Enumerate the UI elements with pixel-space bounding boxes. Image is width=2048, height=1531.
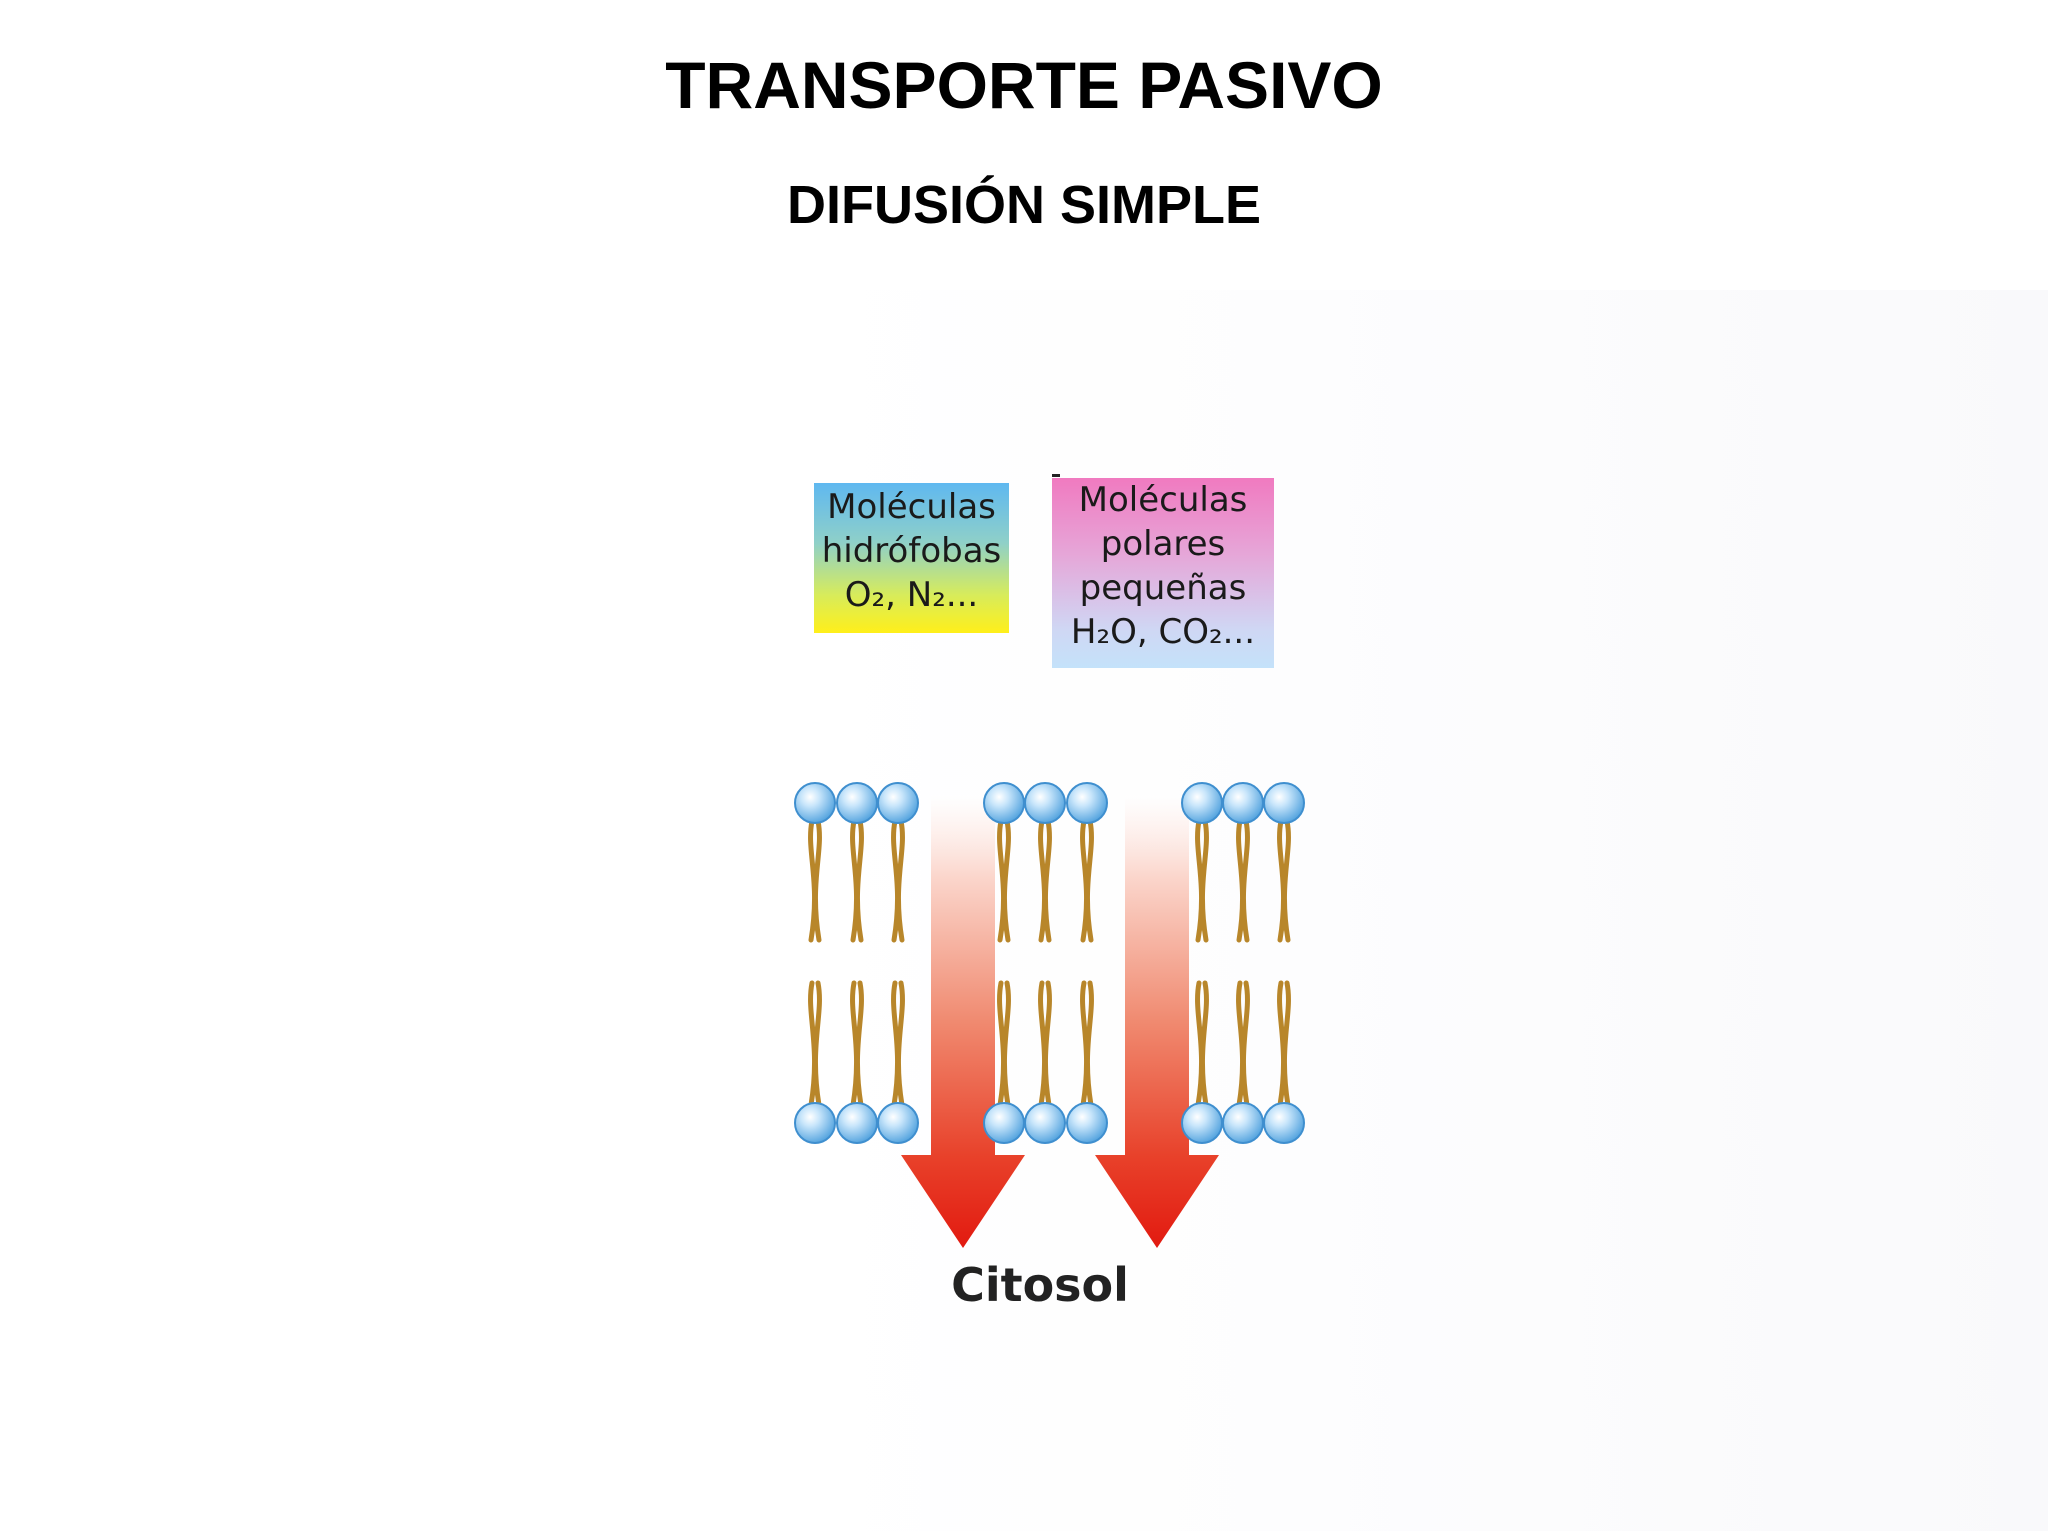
phospholipid-head [1222,782,1264,824]
lipid-tail [1084,818,1094,943]
lipid-tail [808,818,818,943]
phospholipid-top-9 [1263,782,1305,943]
phospholipid-head [983,782,1025,824]
polar-box-line-4: H₂O, CO₂... [1070,612,1256,652]
lipid-tail [895,980,905,1108]
lipid-tail [1001,980,1011,1108]
lipid-tail [1277,980,1287,1108]
lipid-tail [997,818,1007,943]
phospholipid-bottom-2 [836,980,878,1144]
lipid-tail [1240,818,1250,943]
phospholipid-bottom-1 [794,980,836,1144]
lipid-tail [812,818,822,943]
lipid-tail [1080,818,1090,943]
phospholipid-head [794,782,836,824]
phospholipid-head [1263,782,1305,824]
lipid-tail [1199,818,1209,943]
lipid-tail [1195,980,1205,1108]
phospholipid-top-3 [877,782,919,943]
phospholipid-head [794,1102,836,1144]
polar-molecules-box: Moléculas polares pequeñas H₂O, CO₂... [1052,478,1274,668]
lipid-tail [854,818,864,943]
lipid-tail [812,980,822,1108]
lipid-tail [1001,818,1011,943]
phospholipid-bottom-6 [1066,980,1108,1144]
phospholipid-head [1222,1102,1264,1144]
phospholipids [794,782,1305,1144]
phospholipid-top-2 [836,782,878,943]
lipid-tail [850,818,860,943]
lipid-tail [1281,818,1291,943]
phospholipid-top-1 [794,782,836,943]
phospholipid-head [1066,782,1108,824]
phospholipid-head [1024,1102,1066,1144]
lipid-tail [1199,980,1209,1108]
phospholipid-bottom-3 [877,980,919,1144]
page-subtitle: DIFUSIÓN SIMPLE [786,175,1262,235]
lipid-tail [1277,818,1287,943]
lipid-tail [891,818,901,943]
phospholipid-head [1066,1102,1108,1144]
phospholipid-head [877,782,919,824]
lipid-tail [895,818,905,943]
page-title: TRANSPORTE PASIVO [665,48,1383,122]
box-tick-mark [1052,474,1060,477]
lipid-tail [1038,818,1048,943]
phospholipid-head [1024,782,1066,824]
lipid-tail [1042,818,1052,943]
lipid-tail [891,980,901,1108]
phospholipid-bottom-8 [1222,980,1264,1144]
phospholipid-top-4 [983,782,1025,943]
phospholipid-head [1181,782,1223,824]
lipid-tail [1236,818,1246,943]
phospholipid-head [1181,1102,1223,1144]
phospholipid-bottom-4 [983,980,1025,1144]
lipid-tail [1038,980,1048,1108]
lipid-tail [1195,818,1205,943]
lipid-tail [850,980,860,1108]
hydrophobic-box-line-2: hidrófobas [821,531,1002,571]
phospholipid-head [836,1102,878,1144]
lipid-tail [1084,980,1094,1108]
phospholipid-top-6 [1066,782,1108,943]
phospholipid-bottom-9 [1263,980,1305,1144]
phospholipid-top-5 [1024,782,1066,943]
phospholipid-top-7 [1181,782,1223,943]
cytosol-label: Citosol [951,1258,1129,1312]
lipid-tail [997,980,1007,1108]
hydrophobic-box-line-3: O₂, N₂... [844,575,979,615]
lipid-tail [1281,980,1291,1108]
phospholipid-top-8 [1222,782,1264,943]
lipid-tail [854,980,864,1108]
hydrophobic-molecules-box: Moléculas hidrófobas O₂, N₂... [814,483,1009,633]
lipid-tail [1080,980,1090,1108]
phospholipid-head [983,1102,1025,1144]
polar-box-line-2: polares [1100,524,1226,564]
polar-box-line-1: Moléculas [1078,480,1248,520]
diffusion-arrows [901,795,1219,1248]
phospholipid-bottom-5 [1024,980,1066,1144]
lipid-tail [1042,980,1052,1108]
phospholipid-head [877,1102,919,1144]
phospholipid-head [1263,1102,1305,1144]
polar-box-line-3: pequeñas [1079,568,1247,608]
lipid-tail [1236,980,1246,1108]
hydrophobic-box-line-1: Moléculas [827,487,996,527]
phospholipid-head [836,782,878,824]
lipid-tail [808,980,818,1108]
lipid-tail [1240,980,1250,1108]
